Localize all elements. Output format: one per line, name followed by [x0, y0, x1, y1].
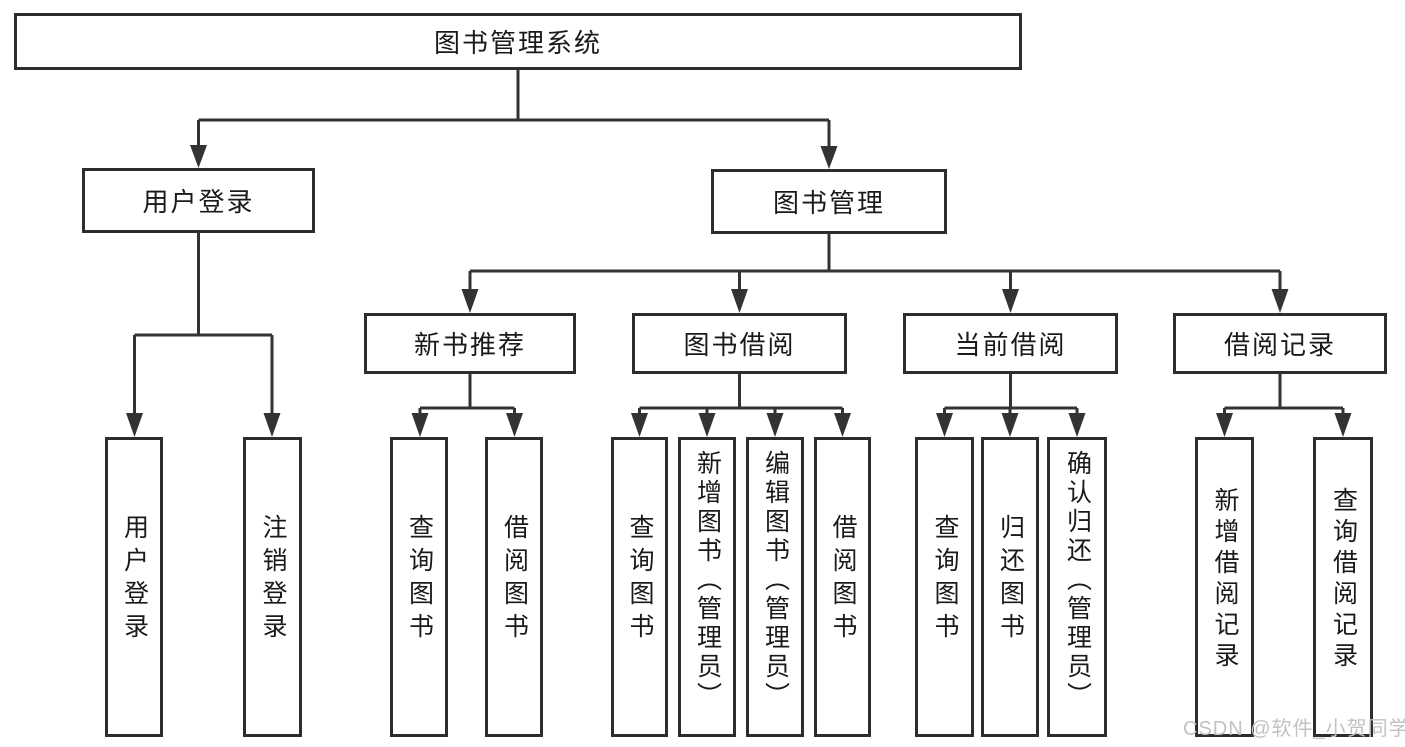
leaf-edit-book-admin: 编辑图书（管理员）: [746, 437, 804, 737]
leaf-query-books-2: 查询图书: [611, 437, 668, 737]
csdn-watermark: CSDN @软件_小贺同学: [1183, 718, 1405, 740]
node-label: 编辑图书（管理员）: [761, 449, 790, 711]
node-current-borrow: 当前借阅: [903, 313, 1118, 374]
leaf-logout: 注销登录: [243, 437, 302, 737]
node-label: 图书管理系统: [433, 28, 602, 58]
leaf-add-borrow-record: 新增借阅记录: [1195, 437, 1254, 737]
node-label: 用户登录: [142, 187, 255, 217]
leaf-query-books-1: 查询图书: [390, 437, 448, 737]
node-label: 图书管理: [772, 188, 885, 218]
node-label: 查询图书: [626, 514, 654, 646]
node-label: 借阅记录: [1223, 330, 1336, 360]
node-label: 当前借阅: [954, 330, 1067, 360]
node-book-borrow: 图书借阅: [632, 313, 847, 374]
leaf-return-books: 归还图书: [981, 437, 1039, 737]
node-book-management: 图书管理: [711, 169, 947, 234]
node-label: 查询借阅记录: [1329, 487, 1358, 673]
node-label: 新增图书（管理员）: [693, 449, 722, 711]
node-label: 借阅图书: [829, 514, 857, 646]
node-label: 借阅图书: [500, 514, 529, 646]
leaf-user-login: 用户登录: [105, 437, 163, 737]
node-user-login: 用户登录: [82, 168, 315, 233]
node-label: 注销登录: [259, 514, 287, 646]
node-label: 确认归还（管理员）: [1063, 449, 1092, 711]
leaf-query-borrow-record: 查询借阅记录: [1313, 437, 1373, 737]
leaf-borrow-books-1: 借阅图书: [485, 437, 543, 737]
node-label: 用户登录: [120, 514, 149, 646]
node-label: 新增借阅记录: [1211, 487, 1239, 673]
node-label: 查询图书: [931, 514, 959, 646]
leaf-borrow-books-2: 借阅图书: [814, 437, 871, 737]
node-borrow-records: 借阅记录: [1173, 313, 1387, 374]
leaf-query-books-3: 查询图书: [915, 437, 974, 737]
node-library-system: 图书管理系统: [14, 13, 1022, 70]
node-label: 查询图书: [405, 514, 434, 646]
node-label: 归还图书: [996, 514, 1025, 646]
node-new-book-recommend: 新书推荐: [364, 313, 576, 374]
leaf-add-book-admin: 新增图书（管理员）: [678, 437, 736, 737]
leaf-confirm-return-admin: 确认归还（管理员）: [1047, 437, 1107, 737]
node-label: 新书推荐: [413, 330, 526, 360]
node-label: 图书借阅: [683, 330, 796, 360]
